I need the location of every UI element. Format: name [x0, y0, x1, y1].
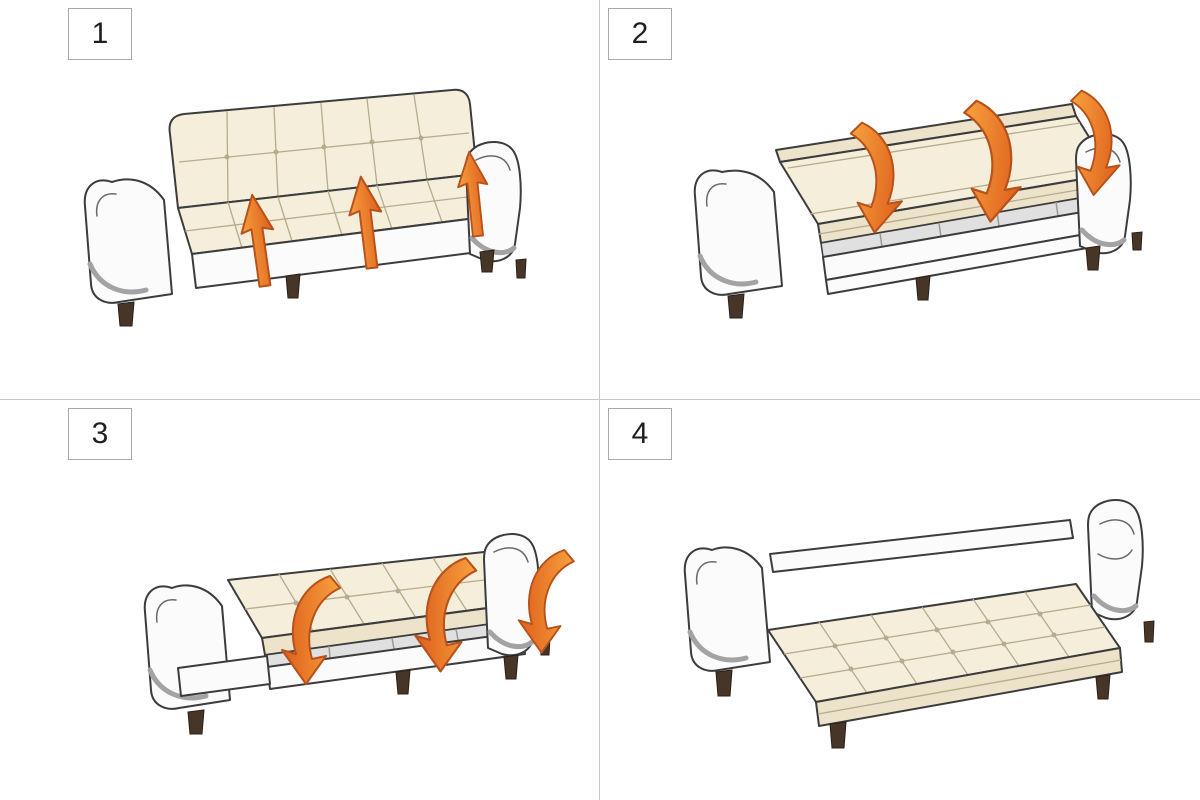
- sofa-legs: [727, 231, 1143, 319]
- left-armrest: [693, 169, 783, 296]
- back-rail: [769, 519, 1074, 573]
- up-arrow-icon: [457, 150, 489, 238]
- curved-rotate-down-arrow-icon: [517, 549, 575, 654]
- step-panel-1: 1: [0, 0, 600, 400]
- step-number: 3: [91, 417, 109, 450]
- sofa-step1-illustration: [83, 88, 527, 327]
- curved-rotate-down-arrow-icon: [849, 121, 903, 234]
- step-number-box: 3: [68, 408, 132, 460]
- step-panel-2: 2: [600, 0, 1200, 400]
- step-number-box: 2: [608, 8, 672, 60]
- unfolded-mattress: [767, 583, 1123, 727]
- sofa-legs: [715, 620, 1155, 749]
- sofa-legs: [117, 249, 527, 327]
- left-armrest: [683, 546, 771, 672]
- open-storage-frame: [820, 191, 1122, 295]
- sofa-step2-illustration: [693, 89, 1143, 319]
- step-number: 1: [91, 17, 109, 50]
- step-number: 2: [631, 17, 649, 50]
- curved-rotate-down-arrow-icon: [963, 99, 1022, 223]
- curved-rotate-down-arrow-icon: [414, 556, 478, 673]
- up-arrow-icon: [348, 175, 383, 270]
- right-armrest: [1075, 133, 1132, 255]
- sofa-step4-illustration: [683, 499, 1155, 749]
- curved-rotate-down-arrow-icon: [281, 575, 341, 685]
- vertical-divider: [599, 0, 600, 800]
- sofa-step3-illustration: [143, 533, 575, 735]
- right-armrest: [1087, 499, 1144, 621]
- sofa-backrest: [168, 88, 478, 209]
- horizontal-divider: [0, 399, 1200, 400]
- step-number: 4: [631, 417, 649, 450]
- step-panel-3: 3: [0, 400, 600, 800]
- folded-backrest-slab: [775, 103, 1116, 244]
- step-number-box: 1: [68, 8, 132, 60]
- step-number-box: 4: [608, 408, 672, 460]
- curved-rotate-down-arrow-icon: [1070, 89, 1121, 196]
- up-arrow-icon: [240, 193, 275, 288]
- left-armrest: [83, 178, 173, 304]
- step-panel-4: 4: [600, 400, 1200, 800]
- frame-front-ledge: [177, 655, 271, 697]
